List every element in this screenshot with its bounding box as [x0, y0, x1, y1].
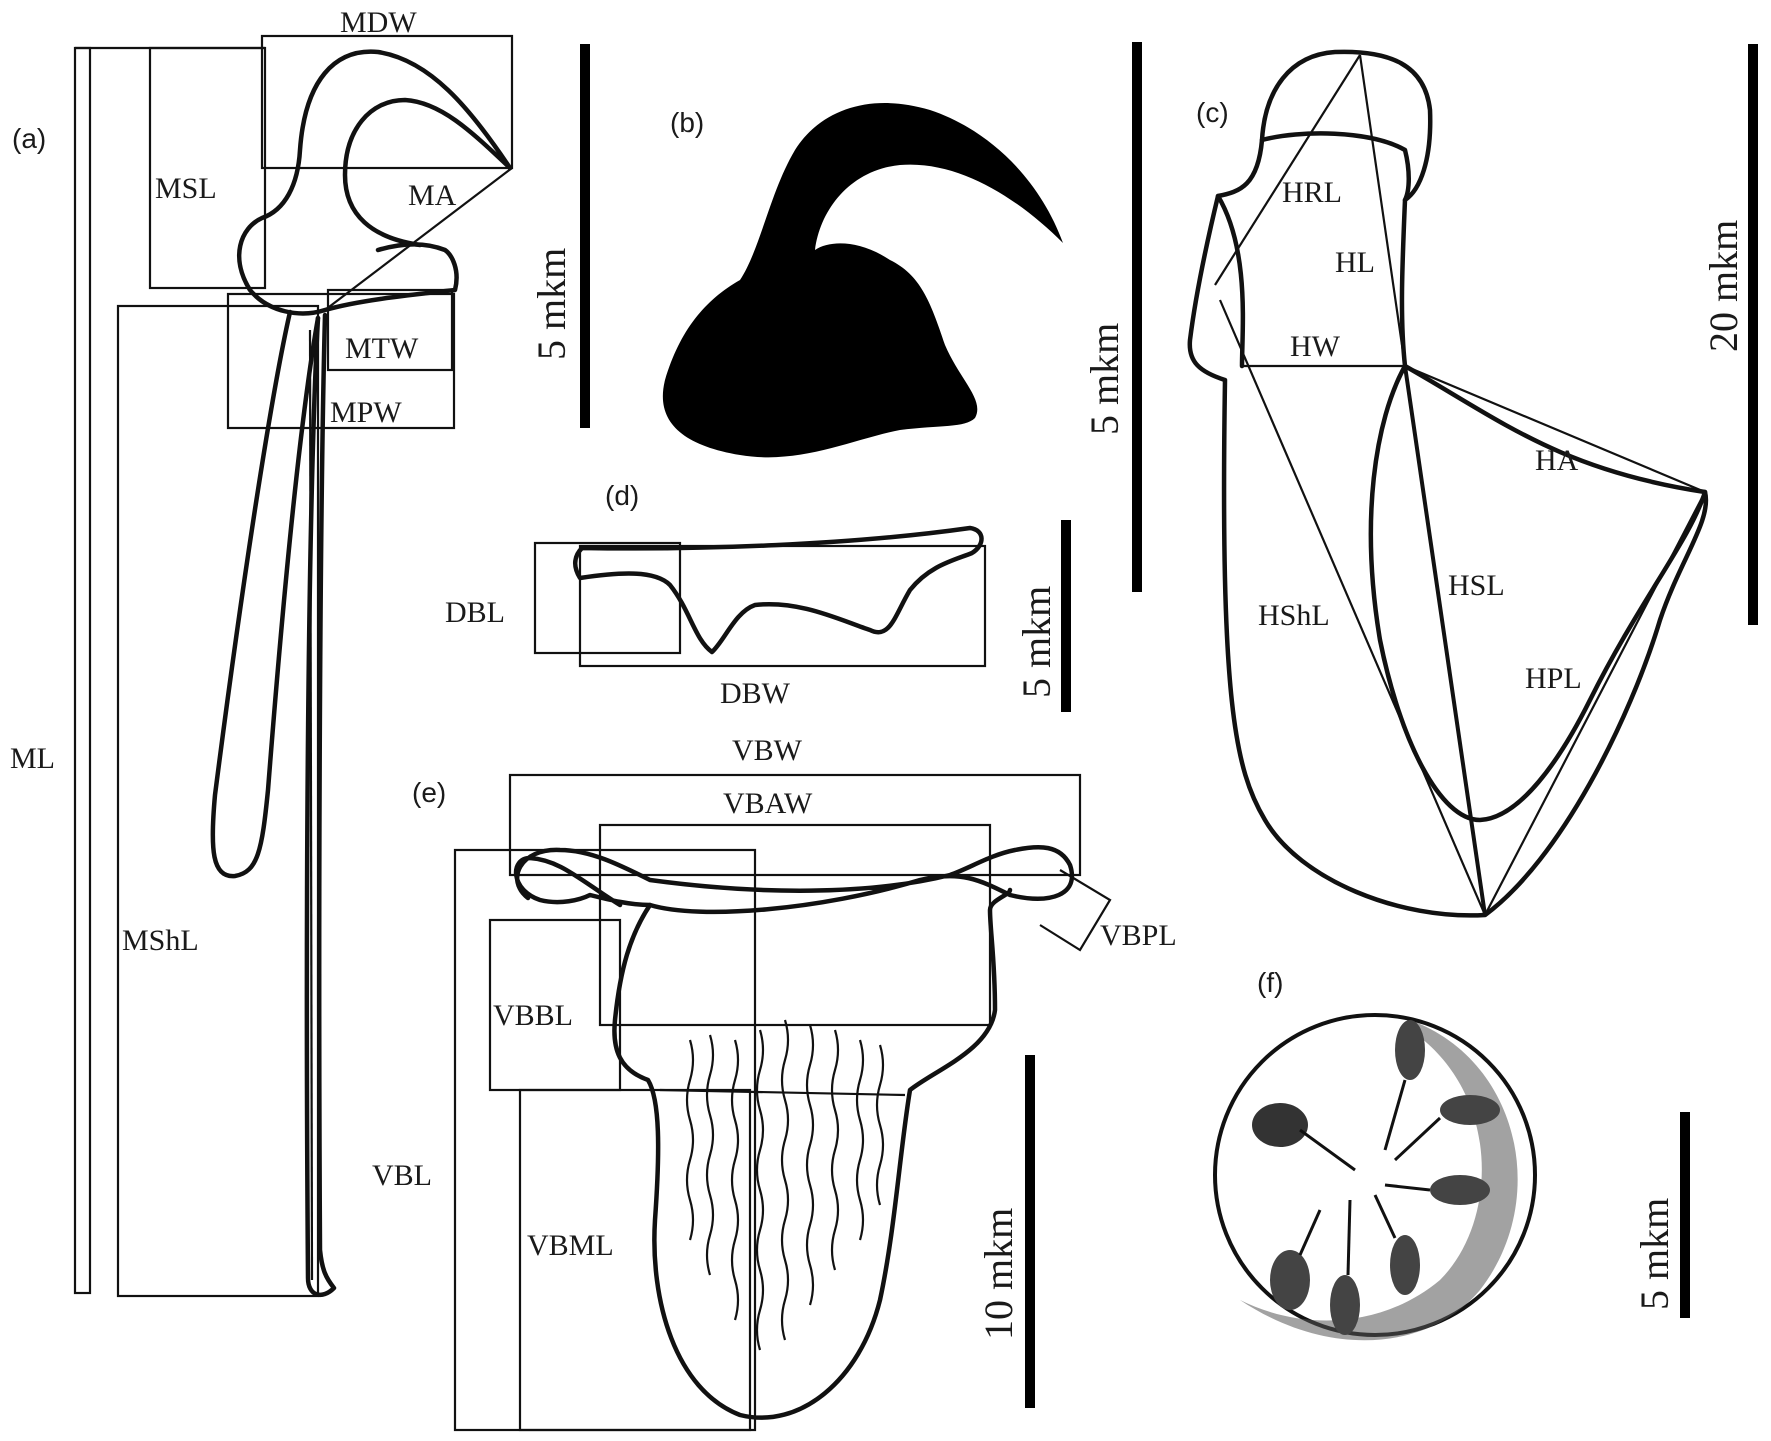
panel-f-label: (f)	[1257, 967, 1283, 998]
anchor-outline	[1187, 49, 1709, 918]
hpl-line	[1484, 491, 1706, 916]
label-ma: MA	[408, 179, 457, 212]
label-vbaw: VBAW	[723, 787, 813, 820]
ventral-bar-striations	[685, 1019, 885, 1351]
marginal-hook-blade	[237, 49, 513, 316]
label-hshl: HShL	[1258, 599, 1330, 632]
vbl-frame	[453, 848, 757, 1432]
label-hpl: HPL	[1525, 662, 1582, 695]
hook-silhouette	[662, 103, 1063, 458]
label-mtw: MTW	[345, 332, 419, 365]
mtw-frame	[326, 288, 454, 372]
anchor-shaft-left	[1215, 193, 1246, 369]
hsl-line	[1403, 365, 1487, 916]
marginal-hooks	[1252, 1020, 1500, 1335]
ventral-bar-wings	[513, 844, 1075, 915]
panel-d: (d) DBL DBW 5 mkm	[445, 480, 1071, 712]
label-mshl: MShL	[122, 924, 199, 957]
ma-line	[324, 167, 513, 311]
label-hw: HW	[1290, 330, 1341, 363]
panel-e-label: (e)	[412, 777, 446, 808]
marginal-hook-guard	[304, 312, 337, 1298]
marginal-hook-guard-inner	[308, 329, 314, 1281]
hook-2	[1395, 1020, 1425, 1080]
marginal-hook-handle	[210, 309, 321, 879]
dbl-frame	[533, 541, 682, 655]
ventral-bar-body	[612, 887, 1013, 1420]
label-msl: MSL	[155, 172, 217, 205]
label-hl: HL	[1335, 246, 1375, 279]
label-ml: ML	[10, 742, 55, 775]
panel-b: (b) 5 mkm	[662, 42, 1142, 592]
anchor-inner-point	[1368, 363, 1708, 823]
panel-d-label: (d)	[605, 480, 639, 511]
label-dbw: DBW	[720, 677, 791, 710]
hook-1	[1252, 1103, 1308, 1147]
dorsal-bar	[573, 525, 984, 655]
panel-b-label: (b)	[670, 107, 704, 138]
panel-a-label: (a)	[12, 123, 46, 154]
mshl-frame	[116, 304, 320, 1298]
ml-frame	[73, 46, 92, 1295]
panel-c-label: (c)	[1196, 97, 1229, 128]
mpw-frame	[226, 292, 456, 430]
ha-line	[1404, 364, 1706, 494]
hook-5	[1390, 1235, 1420, 1295]
scale-label-e: 10 mkm	[976, 1208, 1021, 1340]
hrl-line	[1214, 54, 1361, 286]
label-hsl: HSL	[1448, 569, 1505, 602]
label-mdw: MDW	[340, 6, 417, 39]
vbaw-frame	[598, 823, 992, 1027]
hook-7	[1270, 1250, 1310, 1310]
vbpl-frame	[1039, 869, 1112, 952]
label-vbpl: VBPL	[1100, 919, 1177, 952]
scale-label-a: 5 mkm	[529, 248, 574, 360]
scale-label-c: 20 mkm	[1701, 220, 1746, 352]
hl-line	[1358, 54, 1407, 367]
vbw-frame	[508, 773, 1082, 877]
scale-label-d: 5 mkm	[1014, 586, 1059, 698]
label-vbw: VBW	[732, 734, 803, 767]
label-vbml: VBML	[527, 1229, 614, 1262]
scale-label-f: 5 mkm	[1632, 1198, 1677, 1310]
label-hrl: HRL	[1282, 176, 1342, 209]
panel-a: (a) MDW MSL MA MTW MPW ML MShL 5 mkm	[10, 6, 590, 1298]
label-dbl: DBL	[445, 596, 505, 629]
hook-4	[1430, 1175, 1490, 1205]
scale-label-b: 5 mkm	[1082, 323, 1127, 435]
label-vbbl: VBBL	[493, 999, 573, 1032]
mdw-frame	[260, 34, 514, 170]
panel-e: (e) VBW VBAW VBPL VBBL VBL VBML 10	[372, 734, 1177, 1432]
marginal-hook-inner-curve	[342, 97, 513, 248]
msl-frame	[148, 46, 267, 290]
label-vbl: VBL	[372, 1159, 432, 1192]
anchor-root-cap	[1259, 131, 1411, 203]
label-mpw: MPW	[330, 396, 402, 429]
label-ha: HA	[1535, 444, 1579, 477]
hook-3	[1440, 1095, 1500, 1125]
hshl-line	[1218, 299, 1487, 916]
hook-6	[1330, 1275, 1360, 1335]
vbml-frame	[518, 1088, 752, 1432]
panel-c: (c) HRL HL HW HA HSL HShL HPL 20 mkm	[1187, 44, 1758, 918]
panel-f: (f) 5 mkm	[1213, 967, 1690, 1341]
